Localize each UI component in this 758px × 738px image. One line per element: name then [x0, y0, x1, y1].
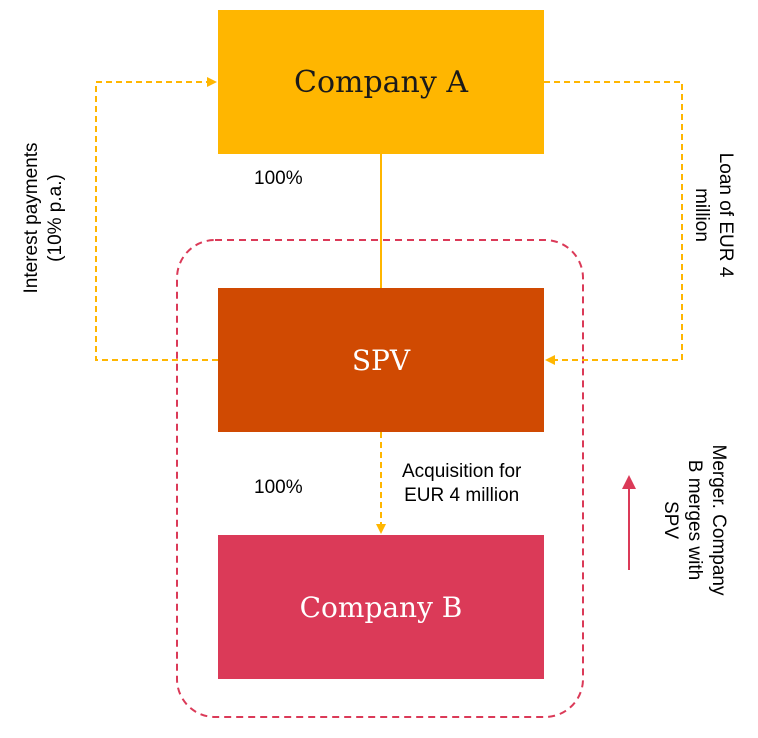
interest-payments-arrow	[95, 77, 218, 361]
loan-arrow	[544, 81, 683, 365]
loan-label-line-2: million	[691, 188, 712, 242]
company-a-box: Company A	[218, 10, 544, 154]
merger-label: Merger. Company B merges with SPV	[658, 444, 730, 595]
ownership-label-a-spv: 100%	[254, 168, 303, 189]
merger-label-line-2: B merges with	[684, 459, 705, 581]
interest-label-line-1: Interest payments	[21, 142, 42, 294]
loan-label-line-1: Loan of EUR 4	[715, 152, 736, 278]
loan-label: Loan of EUR 4 million	[689, 153, 737, 278]
acquisition-label-line-1: Acquisition for	[402, 461, 522, 482]
interest-label-line-2: (10% p.a.)	[45, 174, 66, 262]
acquisition-label: Acquisition for EUR 4 million	[402, 460, 521, 508]
spv-label: SPV	[351, 343, 411, 377]
merger-label-line-1: Merger. Company	[708, 444, 729, 596]
company-b-label: Company B	[299, 590, 463, 624]
ownership-label-spv-b: 100%	[254, 477, 303, 498]
acquisition-label-line-2: EUR 4 million	[404, 485, 520, 506]
merger-label-line-3: SPV	[660, 500, 681, 540]
merger-boundary	[176, 239, 584, 718]
spv-box: SPV	[218, 288, 544, 432]
company-b-box: Company B	[218, 535, 544, 679]
interest-payments-label: Interest payments (10% p.a.)	[20, 142, 68, 293]
company-a-label: Company A	[293, 64, 469, 100]
